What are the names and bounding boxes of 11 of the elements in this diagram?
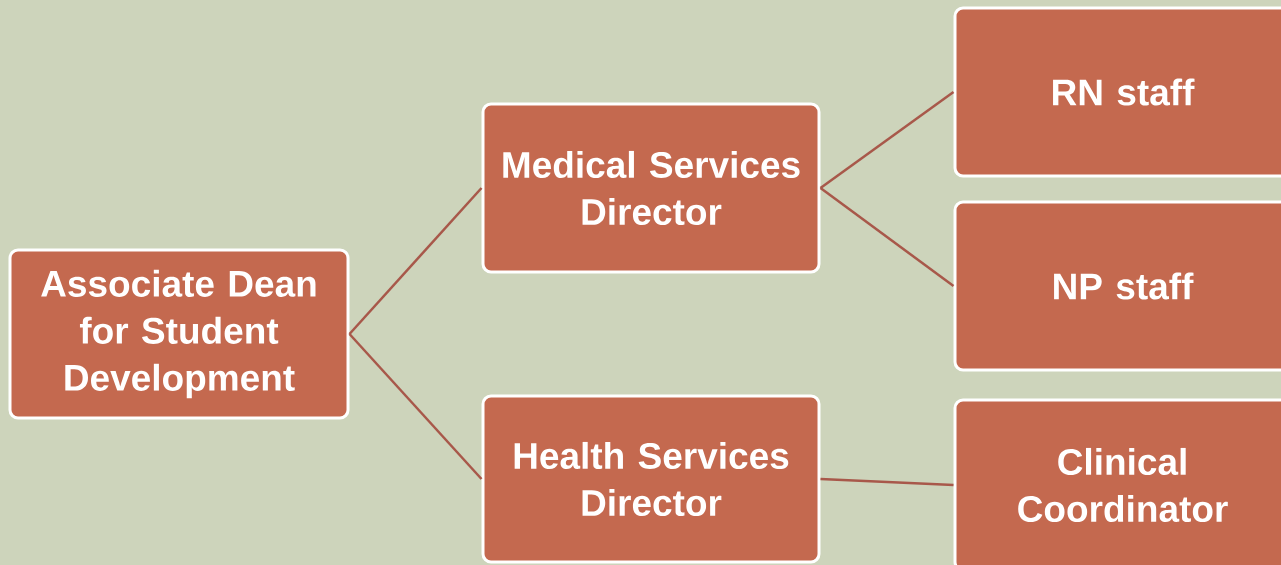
connector-line: [348, 333, 483, 480]
connector-line: [819, 187, 955, 287]
connector-line: [348, 187, 483, 335]
org-box: Health Services Director: [481, 394, 821, 564]
org-box: Associate Dean for Student Development: [8, 248, 350, 420]
connector-line: [820, 477, 954, 487]
org-box: Medical Services Director: [481, 102, 821, 274]
org-box: RN staff: [953, 6, 1281, 178]
org-box: Clinical Coordinator: [953, 398, 1281, 565]
org-box: NP staff: [953, 200, 1281, 372]
connector-line: [819, 91, 955, 189]
